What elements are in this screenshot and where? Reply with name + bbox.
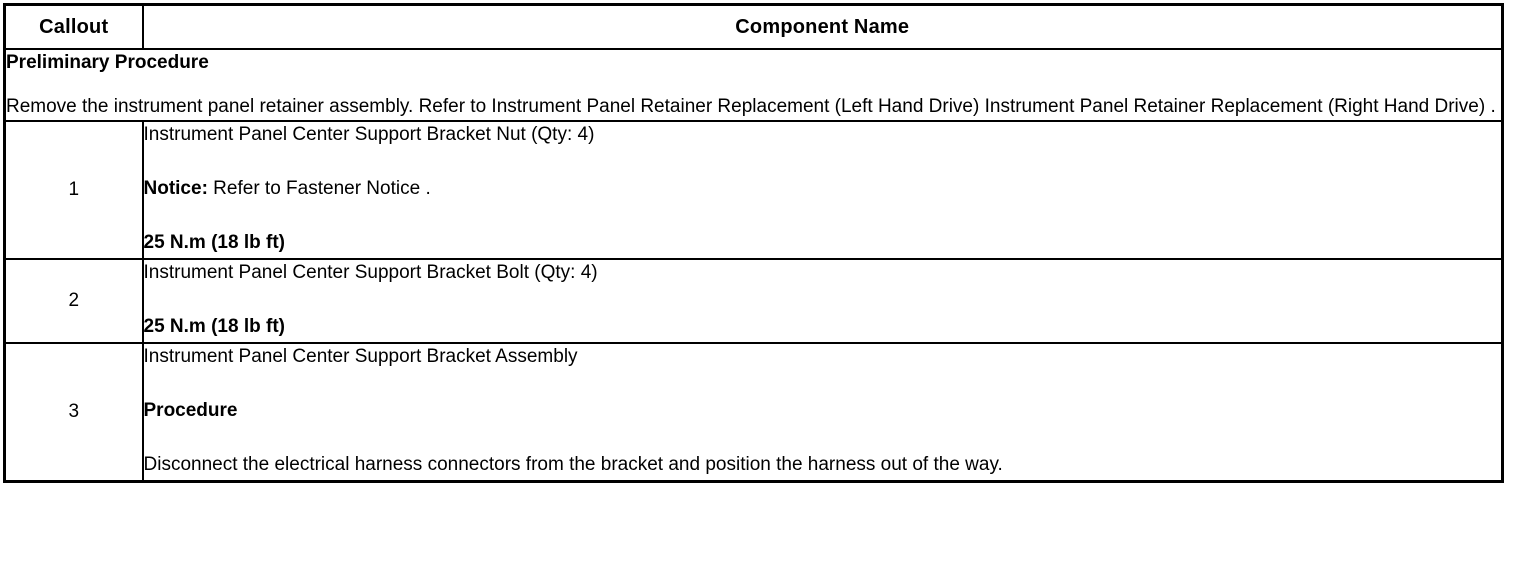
callout-number: 1 bbox=[3, 120, 144, 260]
table-row: 3 Instrument Panel Center Support Bracke… bbox=[3, 342, 1504, 483]
table-row: 2 Instrument Panel Center Support Bracke… bbox=[3, 258, 1504, 344]
component-name-cell: Instrument Panel Center Support Bracket … bbox=[141, 258, 1504, 344]
preliminary-procedure-cell: Preliminary Procedure Remove the instrum… bbox=[3, 48, 1504, 122]
component-title: Instrument Panel Center Support Bracket … bbox=[144, 122, 1502, 148]
column-header-component-name: Component Name bbox=[141, 3, 1504, 50]
notice-text: Refer to Fastener Notice . bbox=[207, 178, 431, 199]
preliminary-procedure-row: Preliminary Procedure Remove the instrum… bbox=[3, 48, 1504, 122]
component-title: Instrument Panel Center Support Bracket … bbox=[144, 344, 1502, 370]
component-title: Instrument Panel Center Support Bracket … bbox=[144, 260, 1502, 286]
procedure-label-text: Procedure bbox=[143, 400, 238, 421]
component-name-cell: Instrument Panel Center Support Bracket … bbox=[141, 120, 1504, 260]
component-title-text: Instrument Panel Center Support Bracket … bbox=[143, 346, 578, 367]
column-header-callout: Callout bbox=[3, 3, 144, 50]
procedure-label: Procedure bbox=[144, 398, 1502, 424]
component-title-text: Instrument Panel Center Support Bracket … bbox=[143, 124, 595, 145]
header-row: Callout Component Name bbox=[3, 3, 1504, 50]
procedure-step-text: Disconnect the electrical harness connec… bbox=[143, 454, 1003, 475]
table-row: 1 Instrument Panel Center Support Bracke… bbox=[3, 120, 1504, 260]
table-body: Preliminary Procedure Remove the instrum… bbox=[3, 48, 1504, 483]
torque-spec-text: 25 N.m (18 lb ft) bbox=[143, 316, 285, 337]
preliminary-procedure-title: Preliminary Procedure bbox=[6, 52, 209, 73]
component-table: Callout Component Name Preliminary Proce… bbox=[3, 3, 1504, 483]
component-name-cell: Instrument Panel Center Support Bracket … bbox=[141, 342, 1504, 483]
preliminary-procedure-body: Remove the instrument panel retainer ass… bbox=[6, 96, 1496, 117]
table-header: Callout Component Name bbox=[3, 3, 1504, 50]
torque-spec: 25 N.m (18 lb ft) bbox=[144, 230, 1502, 256]
callout-number: 2 bbox=[3, 258, 144, 344]
torque-spec-text: 25 N.m (18 lb ft) bbox=[143, 232, 285, 253]
torque-spec: 25 N.m (18 lb ft) bbox=[144, 314, 1502, 340]
notice-line: Notice: Refer to Fastener Notice . bbox=[144, 176, 1502, 202]
callout-number: 3 bbox=[3, 342, 144, 483]
procedure-step: Disconnect the electrical harness connec… bbox=[144, 452, 1502, 478]
notice-label: Notice: bbox=[143, 178, 208, 199]
component-title-text: Instrument Panel Center Support Bracket … bbox=[143, 262, 598, 283]
